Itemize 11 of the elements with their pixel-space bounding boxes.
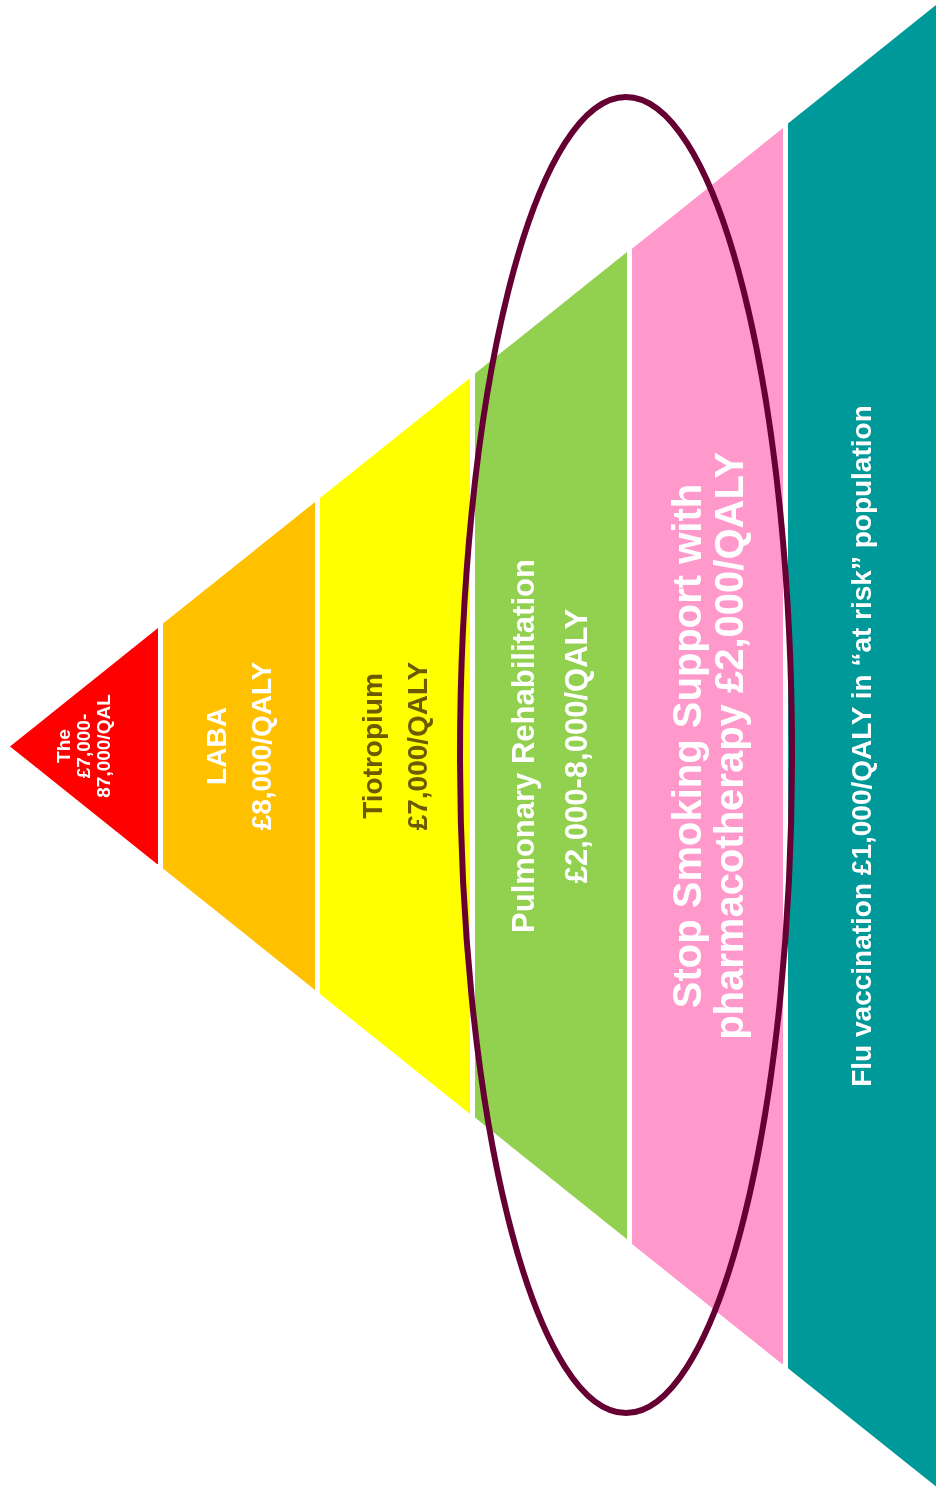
band-label: £7,000/QALY [403,661,433,831]
band-label: Stop Smoking Support with pharmacotherapy £2,000/QALY [665,451,750,1042]
band-label: £7,000- [74,713,94,779]
band-label: The [54,729,75,763]
band-label: £8,000/QALY [247,661,277,831]
band-label: LABA [201,707,231,785]
band-label: Flu vaccination £1,000/QALY in “at risk” population [847,405,877,1087]
band-label: 87,000/QAL [93,694,114,798]
band-label: £2,000-8,000/QALY [561,608,594,884]
band-label: Tiotropium [357,673,387,819]
band-label: Pulmonary Rehabilitation [508,559,541,933]
